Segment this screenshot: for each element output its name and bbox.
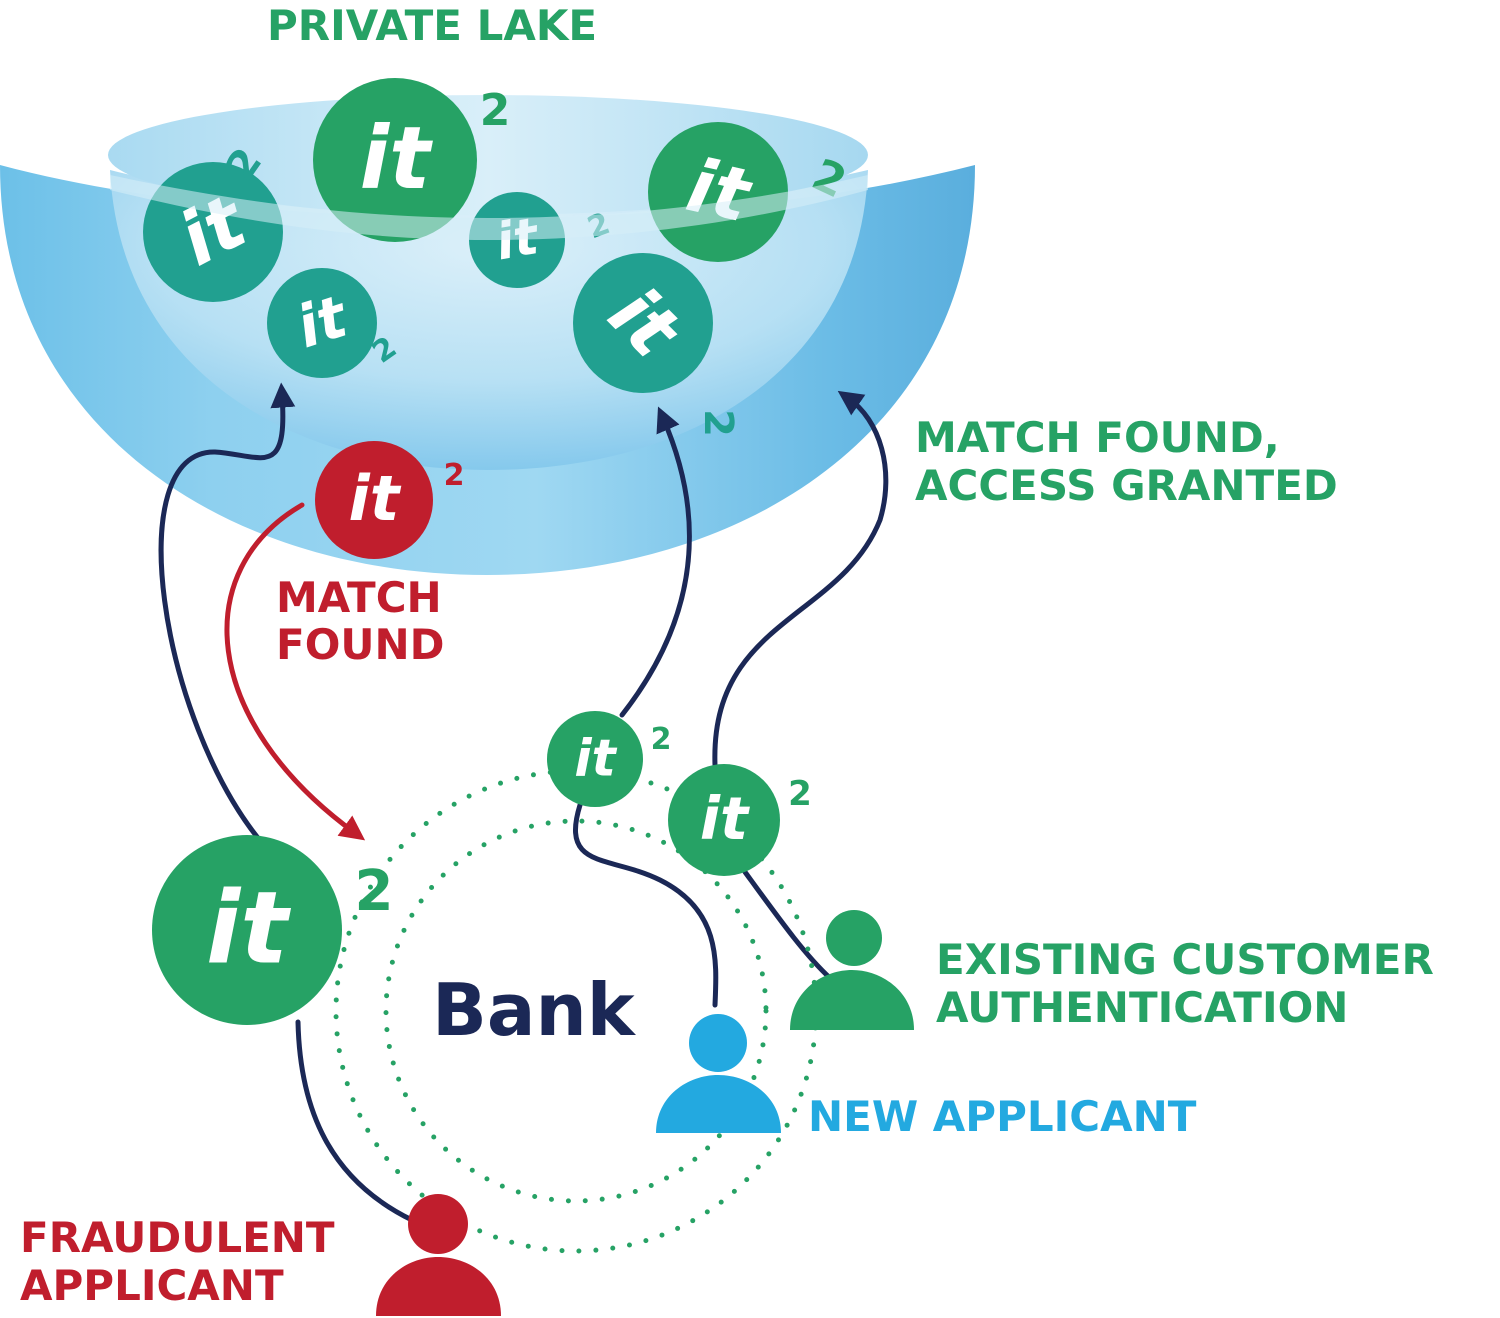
connector-arrows: [158, 382, 889, 1223]
existing-lower-line: [742, 869, 833, 981]
it2-token-icon: it 2: [547, 711, 671, 807]
lake-surface-band: [110, 175, 868, 240]
match-found-arrow: [224, 502, 366, 841]
label-line: MATCH FOUND,: [915, 413, 1280, 462]
token-exponent: 2: [695, 409, 741, 437]
it2-token-icon: it2: [573, 253, 741, 437]
new-applicant-to-lake-arrow: [619, 406, 692, 718]
fraud-to-lake-arrow: [158, 382, 296, 846]
label-new-applicant: NEW APPLICANT: [808, 1092, 1197, 1141]
token-glyph: it: [206, 869, 291, 986]
label-line: EXISTING CUSTOMER: [936, 935, 1434, 984]
token-glyph: it: [574, 728, 617, 787]
bank-inner-ring: [383, 818, 769, 1204]
label-line: MATCH: [276, 573, 442, 622]
token-exponent: 2: [788, 774, 812, 814]
token-circle: [573, 253, 713, 393]
label-line: FOUND: [276, 620, 445, 670]
person-icon: [790, 910, 914, 1030]
token-circle: [313, 78, 477, 242]
person-icon: [376, 1194, 501, 1316]
it2-token-icon: it 2: [668, 764, 812, 876]
label-fraudulent-applicant: FRAUDULENT APPLICANT: [20, 1214, 335, 1310]
person-icon: [656, 1014, 781, 1133]
token-exponent: 2: [355, 859, 394, 924]
it2-token-icon: it 2: [152, 835, 393, 1025]
token-glyph: it: [349, 462, 402, 535]
token-circle: [152, 835, 342, 1025]
token-glyph: it: [700, 784, 750, 853]
token-circle: [547, 711, 643, 807]
token-circle: [668, 764, 780, 876]
label-line: APPLICANT: [20, 1260, 284, 1310]
token-exponent: 2: [480, 85, 511, 136]
label-existing-customer-authentication: EXISTING CUSTOMER AUTHENTICATION: [936, 936, 1434, 1032]
token-glyph: it: [360, 109, 434, 209]
it2-token-icon: it 2: [313, 78, 510, 242]
it2-token-icon: it 2: [315, 441, 464, 559]
fraud-lower-line: [295, 1019, 415, 1223]
token-circle: [315, 441, 433, 559]
existing-to-lake-arrow: [712, 390, 889, 768]
label-line: FRAUDULENT: [20, 1213, 335, 1262]
bank-label: Bank: [432, 968, 635, 1052]
token-exponent: 2: [651, 722, 672, 757]
label-line: ACCESS GRANTED: [915, 460, 1338, 510]
title-private-lake: PRIVATE LAKE: [267, 1, 598, 50]
token-circle: [469, 192, 565, 288]
token-circle: [267, 268, 377, 378]
label-line: AUTHENTICATION: [936, 982, 1349, 1032]
token-layer: it2it2it2it2it2it2it2it2it2it2: [110, 78, 868, 1025]
new-applicant-lower-line: [573, 802, 719, 1008]
label-match-found: MATCH FOUND: [276, 574, 445, 668]
token-exponent: 2: [444, 458, 465, 493]
label-match-found-access-granted: MATCH FOUND, ACCESS GRANTED: [915, 414, 1338, 510]
